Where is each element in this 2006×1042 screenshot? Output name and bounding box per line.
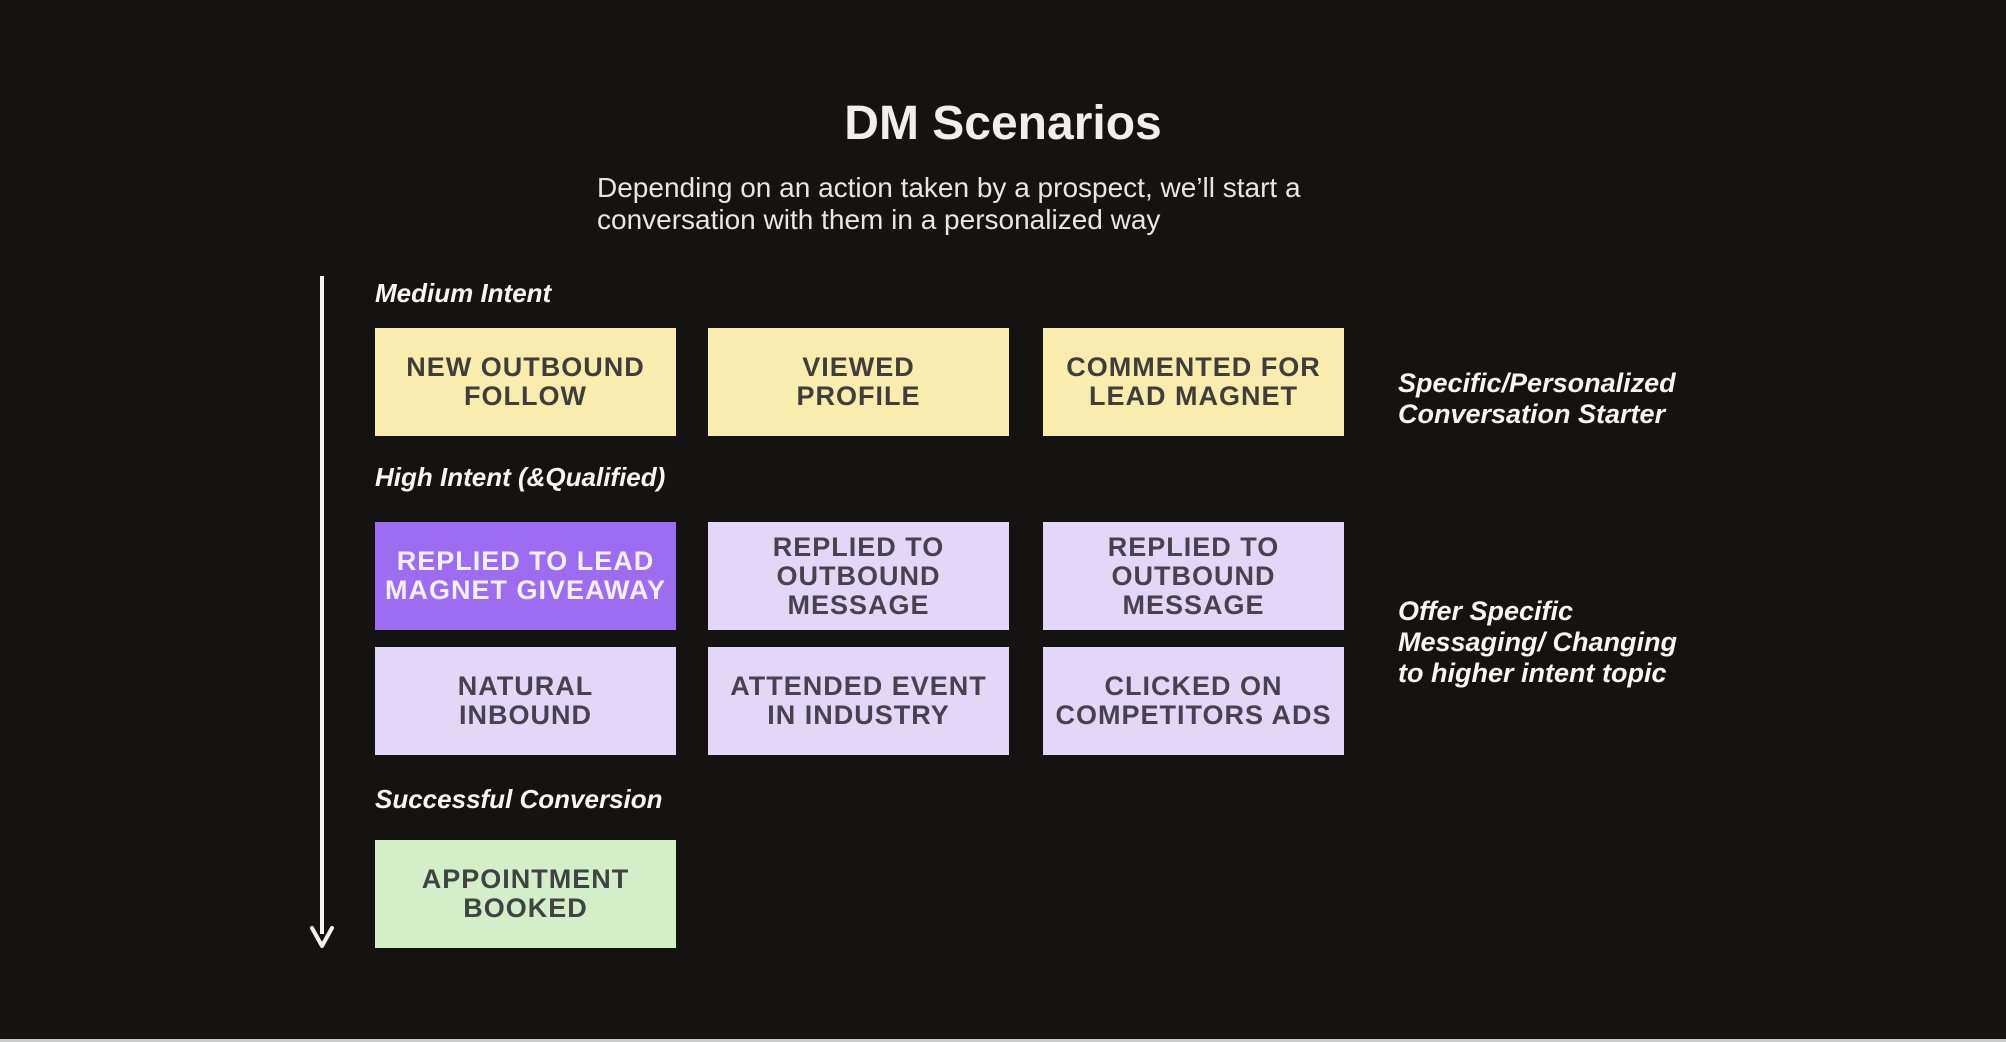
box-appointment-booked: APPOINTMENT BOOKED [375, 840, 676, 948]
box-natural-inbound: NATURAL INBOUND [375, 647, 676, 755]
page-subtitle-line-2: conversation with them in a personalized… [597, 204, 1161, 235]
box-label: VIEWED PROFILE [796, 352, 921, 411]
page-title: DM Scenarios [844, 97, 1162, 150]
box-replied-to-outbound-message-2: REPLIED TO OUTBOUND MESSAGE [1043, 522, 1344, 630]
box-label: NATURAL INBOUND [457, 671, 594, 730]
box-label: CLICKED ON COMPETITORS ADS [1055, 671, 1332, 730]
section-label-successful-conversion: Successful Conversion [375, 784, 663, 814]
box-new-outbound-follow: NEW OUTBOUND FOLLOW [375, 328, 676, 436]
section-label-high-intent: High Intent (&Qualified) [375, 462, 666, 492]
box-label: ATTENDED EVENT IN INDUSTRY [730, 671, 987, 730]
box-clicked-on-competitors-ads: CLICKED ON COMPETITORS ADS [1043, 647, 1344, 755]
box-label: COMMENTED FOR LEAD MAGNET [1066, 352, 1321, 411]
box-commented-for-lead-magnet: COMMENTED FOR LEAD MAGNET [1043, 328, 1344, 436]
page-subtitle-line-1: Depending on an action taken by a prospe… [597, 172, 1301, 203]
box-replied-to-outbound-message-1: REPLIED TO OUTBOUND MESSAGE [708, 522, 1009, 630]
side-note-offer-specific-messaging: Offer Specific Messaging/ Changing to hi… [1398, 596, 1678, 688]
box-label: APPOINTMENT BOOKED [421, 864, 630, 923]
box-attended-event-in-industry: ATTENDED EVENT IN INDUSTRY [708, 647, 1009, 755]
box-label: REPLIED TO OUTBOUND MESSAGE [1107, 531, 1280, 620]
box-replied-to-lead-magnet-giveaway: REPLIED TO LEAD MAGNET GIVEAWAY [375, 522, 676, 630]
side-note-conversation-starter: Specific/Personalized Conversation Start… [1398, 368, 1676, 429]
page-subtitle: Depending on an action taken by a prospe… [597, 172, 1301, 236]
box-label: REPLIED TO LEAD MAGNET GIVEAWAY [384, 546, 667, 605]
box-label: NEW OUTBOUND FOLLOW [406, 352, 645, 411]
down-arrow-icon [310, 276, 334, 948]
box-label: REPLIED TO OUTBOUND MESSAGE [772, 531, 945, 620]
section-label-medium-intent: Medium Intent [375, 278, 552, 308]
bottom-edge-bar [0, 1039, 2006, 1042]
box-viewed-profile: VIEWED PROFILE [708, 328, 1009, 436]
